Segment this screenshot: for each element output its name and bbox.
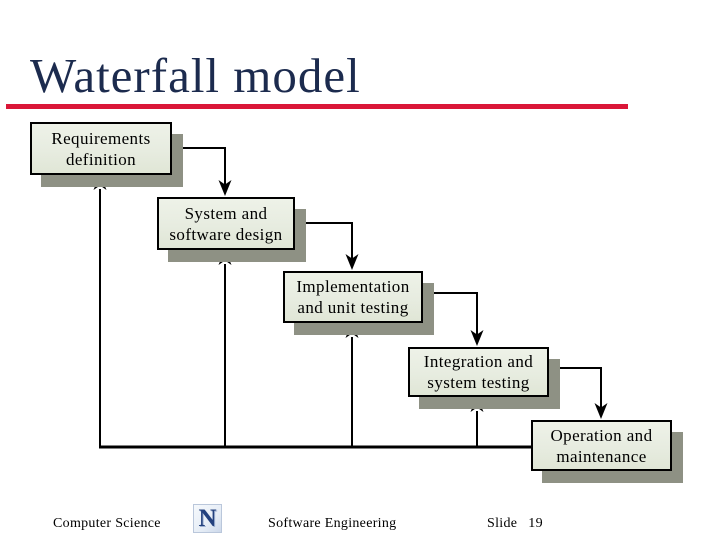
stage-box-requirements-definition: Requirements definition <box>30 122 172 175</box>
stage-box-operation-maintenance: Operation and maintenance <box>531 420 672 471</box>
stage-label-line: Implementation <box>296 277 410 296</box>
logo-letter: N <box>198 505 217 532</box>
arrowhead-down-into-operation <box>594 403 608 419</box>
slide-number: Slide 19 <box>487 516 543 532</box>
stage-label-line: Integration and <box>423 352 534 371</box>
stage-box-implementation-unit-testing: Implementation and unit testing <box>283 271 423 323</box>
stage-label-line: system testing <box>427 373 530 392</box>
footer-department: Computer Science <box>53 516 161 531</box>
stage-label-line: Requirements <box>51 128 151 148</box>
university-logo-icon: N <box>193 504 222 533</box>
slide-title: Waterfall model <box>30 48 361 103</box>
stage-box-integration-system-testing: Integration and system testing <box>408 347 549 397</box>
slide-number-value: 19 <box>528 516 543 531</box>
arrowhead-down-into-design <box>218 180 232 196</box>
connector-forward-1 <box>172 147 226 186</box>
arrowhead-up-into-integration <box>470 396 484 412</box>
connector-forward-3 <box>423 292 478 336</box>
arrowhead-up-into-design <box>218 249 232 265</box>
arrowhead-up-into-requirements <box>93 174 107 190</box>
arrowhead-down-into-integration <box>470 330 484 346</box>
connector-forward-4 <box>549 367 602 409</box>
stage-box-system-software-design: System and software design <box>157 197 295 250</box>
stage-label-line: Operation and <box>550 425 653 445</box>
arrowhead-down-into-implementation <box>345 254 359 270</box>
title-underline <box>6 104 628 109</box>
stage-label-line: System and <box>184 203 268 223</box>
stage-label-line: definition <box>65 149 137 169</box>
stage-label-line: and unit testing <box>297 298 409 317</box>
slide-number-label: Slide <box>487 516 518 531</box>
arrowhead-up-into-implementation <box>345 322 359 338</box>
stage-label-line: software design <box>169 224 283 244</box>
footer-course-title: Software Engineering <box>268 516 397 531</box>
stage-label-line: maintenance <box>556 446 647 466</box>
connector-forward-2 <box>295 222 353 260</box>
